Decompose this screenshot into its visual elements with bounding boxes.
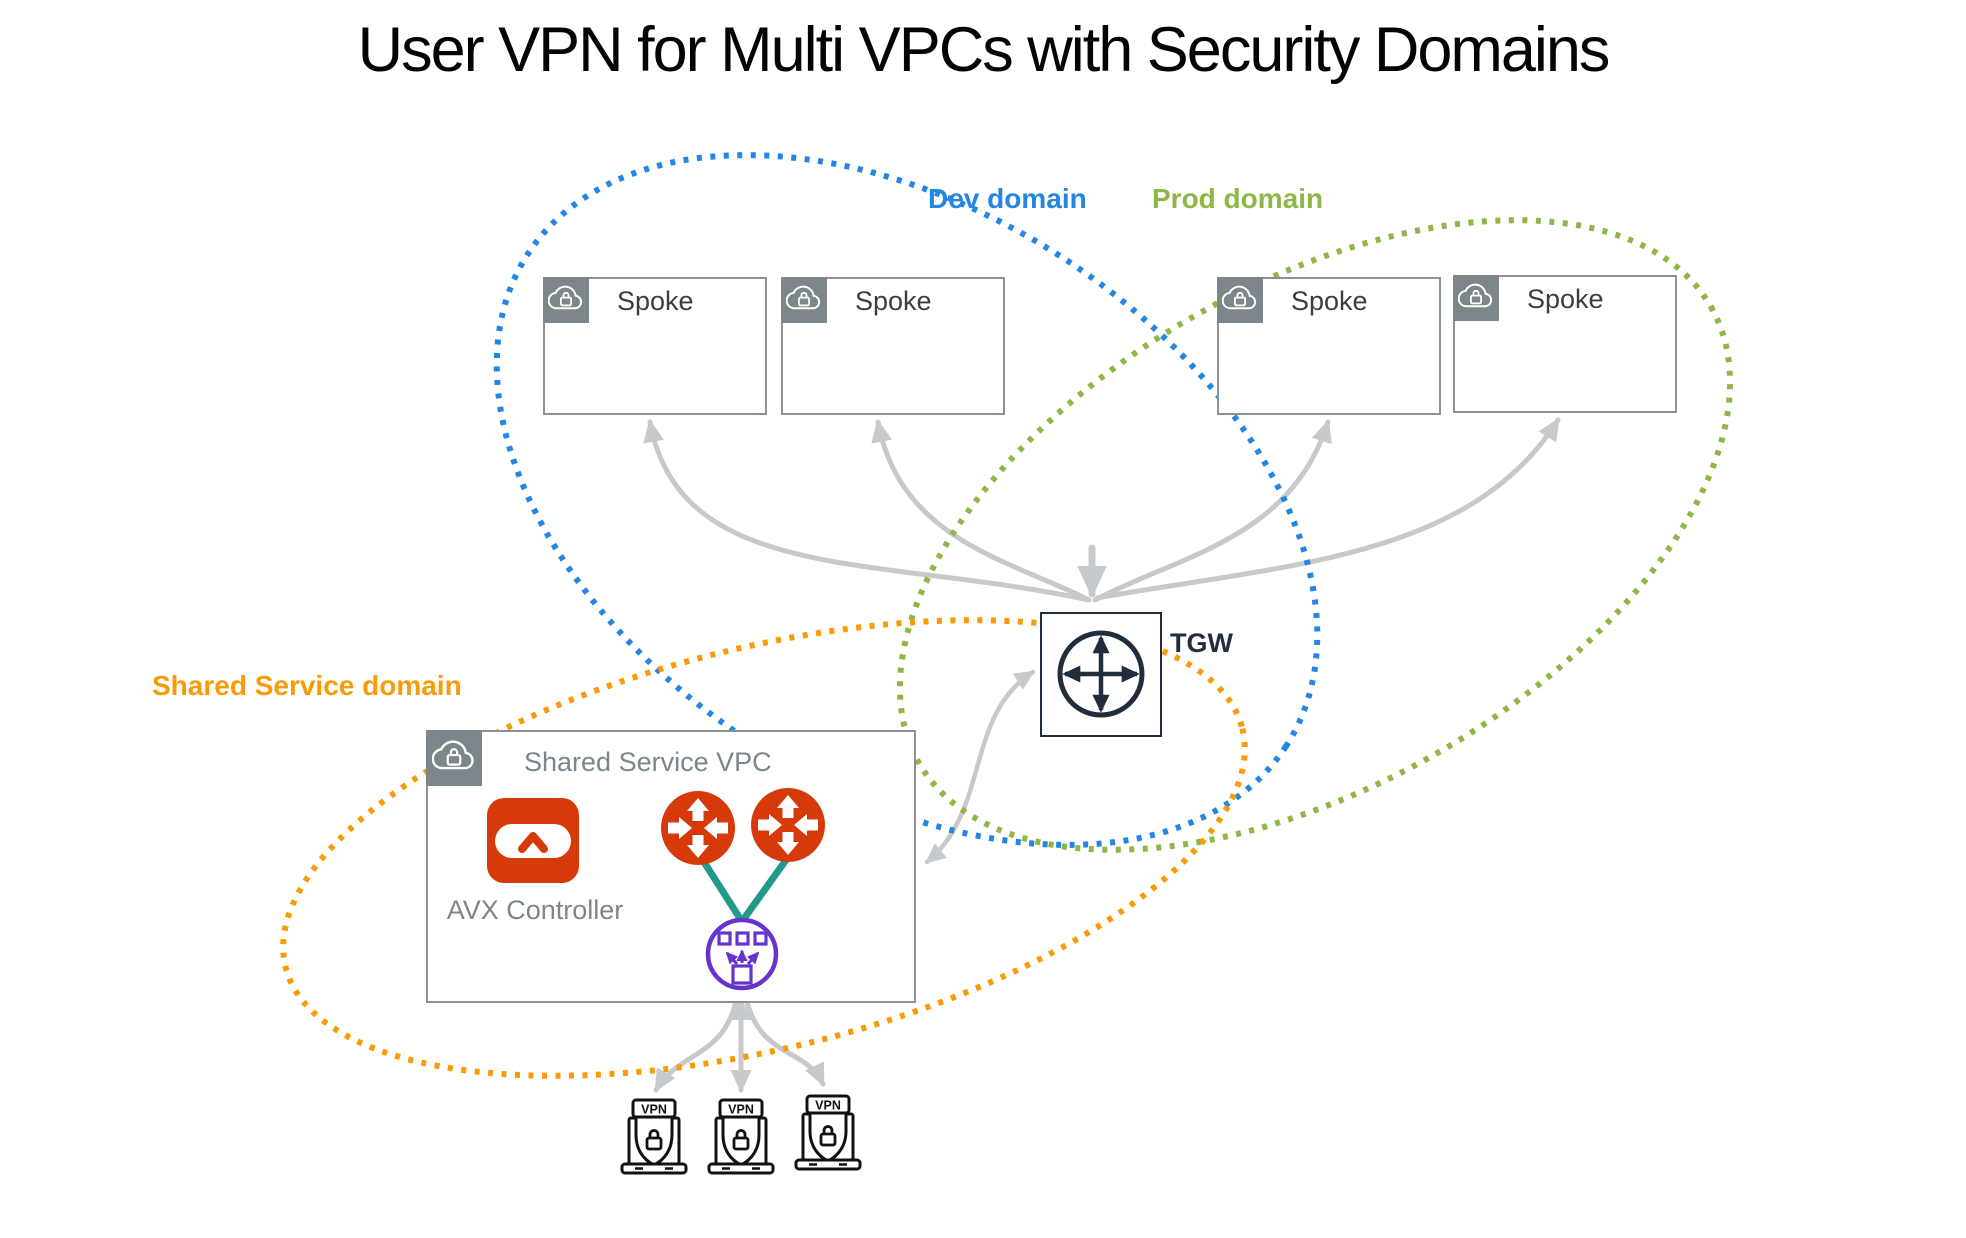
vpn-distribution-icon: [705, 917, 779, 991]
connection-arrows: [643, 417, 1561, 1093]
shared-domain-label: Shared Service domain: [152, 670, 462, 701]
security-domain-ellipses: [280, 152, 1734, 1079]
vpc-icon-tile: [1217, 277, 1263, 323]
spoke-vpc-label: Spoke: [617, 286, 694, 316]
spoke-vpc-box-1: Spoke: [543, 277, 767, 415]
vpc-icon-tile: [426, 730, 482, 786]
spoke-vpc-box-3: Spoke: [1217, 277, 1441, 415]
vpc-icon-tile: [781, 277, 827, 323]
vpn-banner-label: VPN: [815, 1099, 841, 1113]
spoke-vpc-label: Spoke: [1291, 286, 1368, 316]
shared-service-vpc-box: Shared Service VPC AVX Controller: [426, 730, 916, 1003]
aviatrix-gateway-icon: [661, 791, 735, 865]
vpn-banner-label: VPN: [728, 1103, 754, 1117]
avx-controller-icon: [487, 798, 579, 883]
arrow-tgw-to-spoke1: [643, 419, 1092, 603]
spoke-vpc-box-4: Spoke: [1453, 275, 1677, 413]
tgw-box: [1040, 612, 1162, 737]
arrow-vpn-left: [653, 999, 739, 1093]
spoke-vpc-box-2: Spoke: [781, 277, 1005, 415]
vpn-banner-label: VPN: [641, 1103, 667, 1117]
cloud-lock-icon: [786, 285, 821, 310]
shared-domain-ellipse: [280, 617, 1248, 1079]
arrow-tgw-to-spoke2: [871, 419, 1092, 603]
transit-gateway-icon: [1057, 630, 1145, 718]
vpn-laptop-icon: VPN: [707, 1098, 775, 1175]
arrow-tgw-to-spoke3: [1092, 419, 1332, 603]
cloud-lock-icon: [1222, 285, 1257, 310]
tgw-label: TGW: [1170, 628, 1233, 658]
spoke-vpc-label: Spoke: [855, 286, 932, 316]
vpn-laptop-icon: VPN: [620, 1098, 688, 1175]
spoke-vpc-label: Spoke: [1527, 284, 1604, 314]
vpc-icon-tile: [543, 277, 589, 323]
shared-vpc-contents: [487, 788, 825, 991]
aviatrix-gateway-icon: [751, 788, 825, 862]
gateway-links: [701, 857, 789, 923]
arrow-tgw-sharedvpc: [924, 669, 1036, 865]
teal-link-right: [740, 857, 789, 923]
prod-domain-label: Prod domain: [1152, 183, 1324, 214]
avx-controller-label: AVX Controller: [446, 895, 624, 925]
cloud-lock-icon: [1458, 283, 1493, 308]
prod-domain-ellipse: [896, 217, 1734, 853]
cloud-lock-icon: [548, 285, 583, 310]
vpn-laptop-icon: VPN: [794, 1094, 862, 1171]
cloud-lock-icon: [432, 740, 474, 770]
arrow-tgw-to-spoke4: [1094, 417, 1561, 601]
diagram-title: User VPN for Multi VPCs with Security Do…: [357, 15, 1611, 85]
teal-link-left: [701, 860, 744, 922]
shared-vpc-title: Shared Service VPC: [524, 747, 772, 777]
vpc-icon-tile: [1453, 275, 1499, 321]
dev-domain-ellipse: [493, 152, 1321, 848]
dev-domain-label: Dev domain: [928, 183, 1087, 214]
